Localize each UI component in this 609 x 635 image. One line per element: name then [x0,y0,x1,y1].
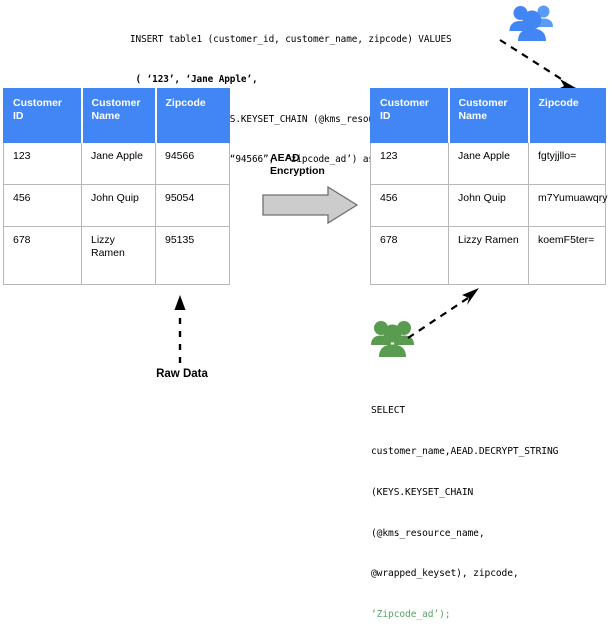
encryption-block-arrow-icon [262,185,359,225]
cell-zipcode: m7Yumuawqry [528,184,607,227]
cell-customer-id: 456 [370,184,449,227]
aead-encryption-label: AEAD Encryption [270,152,325,178]
select-sql-highlighted-line: ‘Zipcode_ad’); [371,609,451,621]
cell-customer-id: 123 [3,142,82,185]
cell-customer-id: 678 [370,226,449,285]
select-to-table-arrow [406,284,492,340]
table-row: 678 Lizzy Ramen koemF5ter= [370,226,606,285]
table-row: 123 Jane Apple fgtyjjllo= [370,142,606,185]
cell-customer-name: John Quip [448,184,529,227]
people-group-icon-writer [508,2,554,42]
select-sql-line-1: SELECT [371,405,406,417]
table-row: 123 Jane Apple 94566 [3,142,230,185]
cell-customer-name: Lizzy Ramen [81,226,156,285]
header-text: Customer [91,97,141,109]
table-row: 456 John Quip 95054 [3,184,230,227]
cell-zipcode: 94566 [155,142,230,185]
raw-data-label: Raw Data [156,368,208,380]
header-text: Zipcode [165,97,206,109]
select-sql-line-3: (KEYS.KEYSET_CHAIN [371,486,474,498]
cell-customer-name: Jane Apple [81,142,156,185]
raw-data-dashed-arrow [168,295,192,365]
column-header-zipcode: Zipcode [528,88,606,143]
cell-customer-name: John Quip [81,184,156,227]
select-sql-line-4: (@kms_resource_name, [371,527,485,539]
header-text: Name [458,110,488,122]
cell-zipcode: koemF5ter= [528,226,606,285]
column-header-zipcode: Zipcode [155,88,230,143]
header-text: Customer [380,97,430,109]
header-text: Name [91,110,121,122]
cell-zipcode: fgtyjjllo= [528,142,606,185]
header-text: Zipcode [538,97,579,109]
header-text: ID [380,110,391,122]
people-group-icon-reader [371,318,415,358]
header-text: ID [13,110,24,122]
insert-sql-line-1: INSERT table1 (customer_id, customer_nam… [130,33,452,45]
cell-customer-id: 123 [370,142,449,185]
select-sql-line-5: @wrapped_keyset), zipcode, [371,568,519,580]
table-row: 678 Lizzy Ramen 95135 [3,226,230,285]
aead-label-line-2: Encryption [270,165,325,177]
cell-customer-id: 456 [3,184,82,227]
insert-to-table-arrow [498,38,590,94]
aead-label-line-1: AEAD [270,152,300,164]
table-row: 456 John Quip m7Yumuawqry [370,184,607,227]
cell-customer-name: Jane Apple [448,142,529,185]
cell-customer-id: 678 [3,226,82,285]
header-text: Customer [458,97,508,109]
insert-sql-line-2: ( ‘123’, ‘Jane Apple’, [130,74,258,86]
cell-zipcode: 95054 [155,184,230,227]
cell-customer-name: Lizzy Ramen [448,226,529,285]
select-sql-statement: SELECT customer_name,AEAD.DECRYPT_STRING… [371,377,609,635]
header-text: Customer [13,97,63,109]
cell-zipcode: 95135 [155,226,230,285]
select-sql-line-2: customer_name,AEAD.DECRYPT_STRING [371,445,559,457]
